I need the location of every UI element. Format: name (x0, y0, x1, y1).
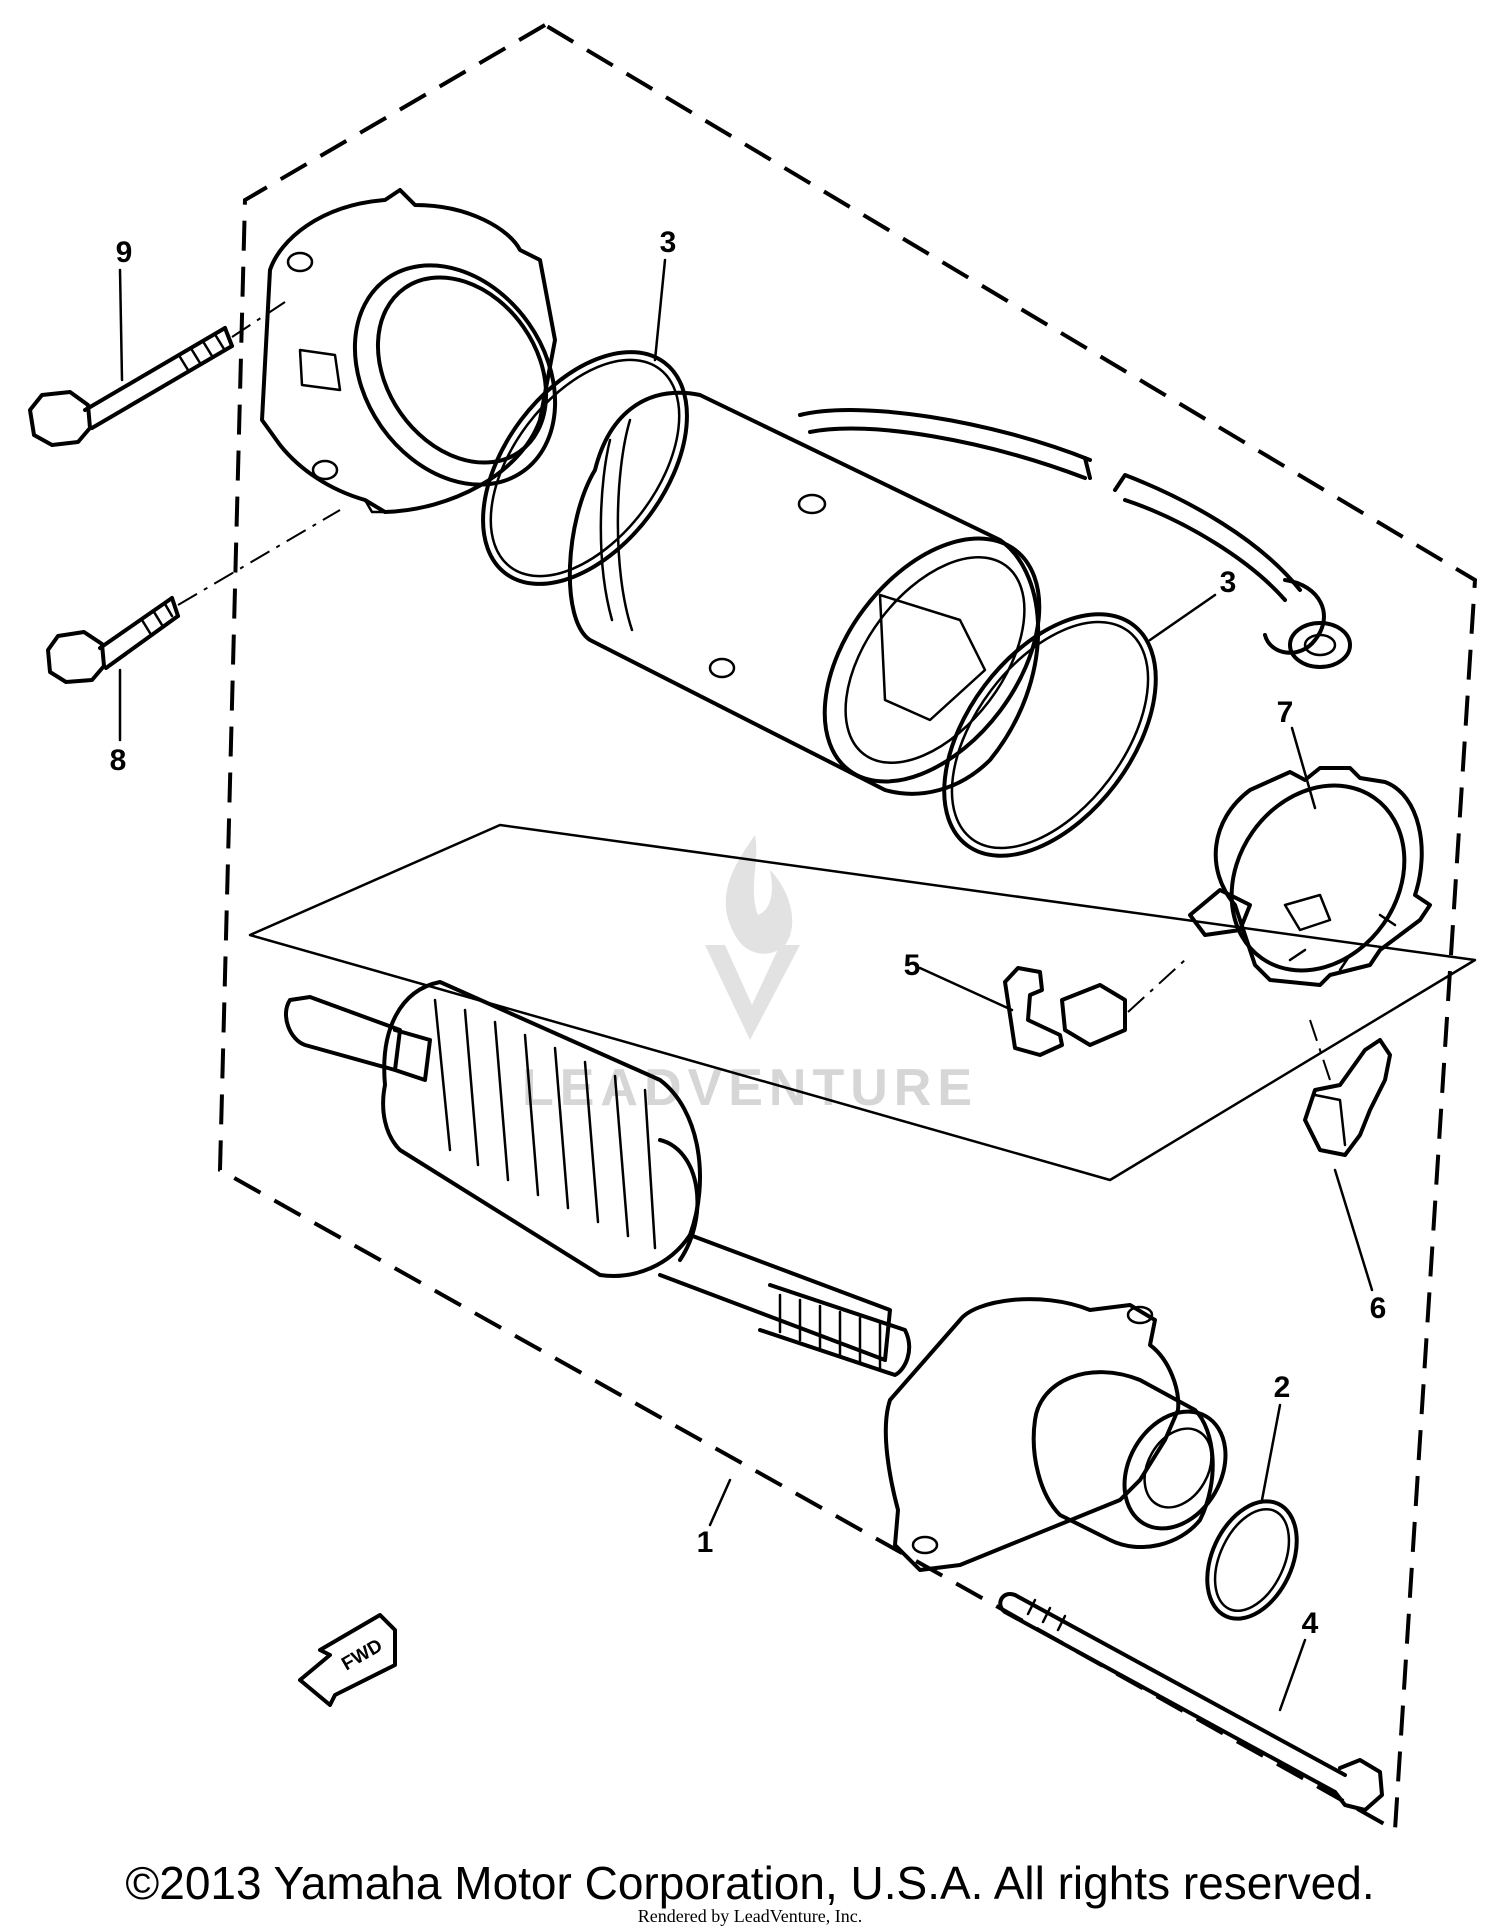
o-ring-2 (1205, 1499, 1299, 1621)
callout-5: 5 (904, 949, 921, 982)
watermark-v-icon (705, 945, 800, 1040)
brush-6 (1303, 1019, 1392, 1157)
rear-cover (260, 188, 558, 514)
callout-3-lower: 3 (1220, 566, 1237, 599)
rendered-by-credit: Rendered by LeadVenture, Inc. (637, 1906, 863, 1926)
callout-4: 4 (1302, 1607, 1319, 1640)
callout-1: 1 (697, 1526, 714, 1559)
watermark-flame-icon (725, 835, 793, 954)
bolt-8 (46, 509, 341, 684)
o-ring-3-upper (481, 350, 689, 586)
callout-9: 9 (116, 236, 133, 269)
o-ring-3-lower (942, 612, 1158, 858)
bolt-9 (28, 301, 286, 447)
callout-3-upper: 3 (660, 226, 677, 259)
brush-holder-plate-7 (1188, 766, 1432, 987)
fwd-arrow: FWD (298, 1613, 397, 1707)
callout-2: 2 (1274, 1371, 1291, 1404)
callout-6: 6 (1370, 1292, 1387, 1325)
o-ring-3-upper-inner (489, 358, 681, 578)
leader-lines (118, 258, 1374, 1712)
fwd-arrow-label: FWD (338, 1635, 386, 1675)
yoke-assembly (567, 390, 1352, 796)
watermark: LEADVENTURE (522, 835, 978, 1117)
watermark-text: LEADVENTURE (522, 1059, 978, 1117)
through-bolt-4 (998, 1592, 1384, 1812)
copyright-notice: ©2013 Yamaha Motor Corporation, U.S.A. A… (125, 1857, 1375, 1909)
callouts: 9 8 3 3 7 5 6 2 4 1 (110, 226, 1387, 1640)
callout-7: 7 (1277, 696, 1294, 729)
assembly-boundary (217, 22, 1478, 1834)
front-cover (883, 1297, 1228, 1572)
armature (284, 980, 912, 1377)
o-ring-3-lower-inner (950, 620, 1150, 850)
o-ring-2-inner (1213, 1507, 1291, 1613)
callout-8: 8 (110, 744, 127, 777)
brush-5 (1003, 959, 1186, 1057)
armature-group-outline (248, 823, 1477, 1182)
